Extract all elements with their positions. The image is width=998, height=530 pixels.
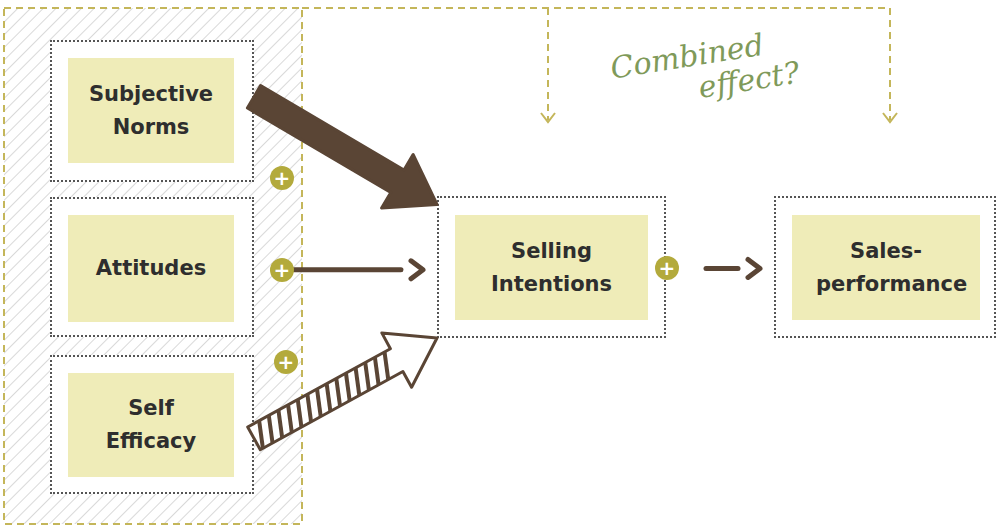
concept-label: Subjective Norms bbox=[81, 78, 221, 143]
handwritten-note: Combined effect? bbox=[608, 16, 845, 117]
plus-marker: + bbox=[655, 256, 679, 280]
concept-box: Subjective Norms bbox=[50, 40, 254, 182]
concept-fill: Selling Intentions bbox=[455, 215, 648, 320]
concept-box: Selling Intentions bbox=[437, 196, 666, 338]
group-hatched-area bbox=[4, 8, 302, 524]
concept-fill: Subjective Norms bbox=[68, 58, 234, 163]
concept-box: Self Efficacy bbox=[50, 355, 254, 494]
plus-marker: + bbox=[270, 166, 294, 190]
concept-label: Sales-performance bbox=[816, 235, 956, 300]
concept-box: Sales-performance bbox=[774, 196, 996, 338]
influence-arrow bbox=[248, 333, 437, 450]
concept-label: Selling Intentions bbox=[477, 235, 627, 300]
concept-box: Attitudes bbox=[50, 197, 254, 337]
bracket-arrowheads bbox=[541, 113, 897, 122]
concept-fill: Self Efficacy bbox=[68, 373, 234, 477]
concept-fill: Sales-performance bbox=[792, 215, 980, 320]
concept-label: Self Efficacy bbox=[96, 392, 206, 457]
plus-marker: + bbox=[270, 258, 294, 282]
influence-arrow bbox=[666, 259, 774, 277]
concept-fill: Attitudes bbox=[68, 215, 234, 322]
combined-effect-bracket bbox=[302, 8, 890, 120]
influence-arrow bbox=[247, 86, 437, 208]
plus-marker: + bbox=[274, 350, 298, 374]
concept-label: Attitudes bbox=[96, 252, 206, 285]
